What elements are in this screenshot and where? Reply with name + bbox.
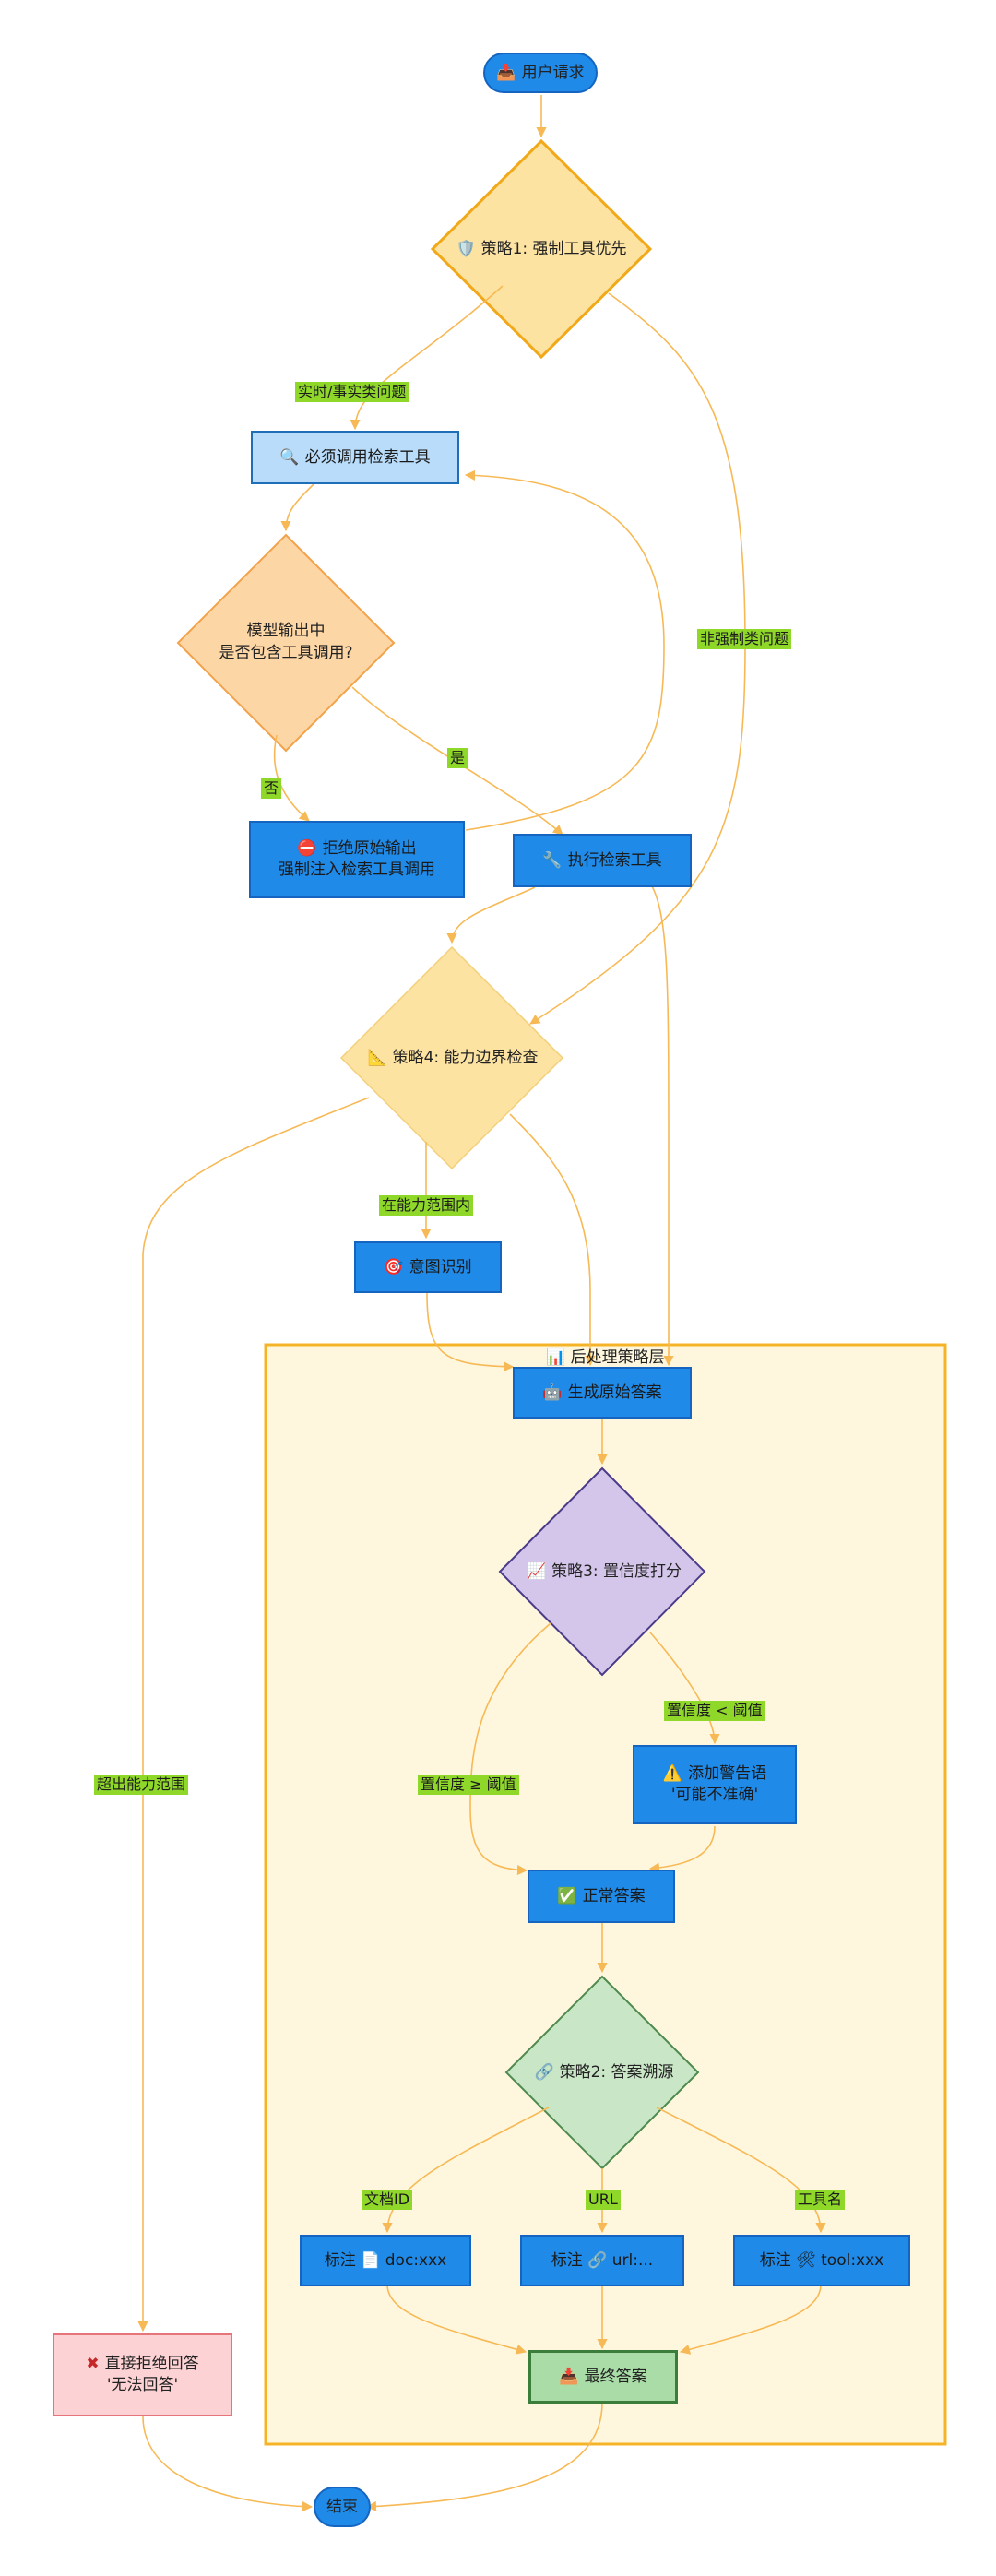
exec-retrieve-node[interactable]: 🔧执行检索工具: [513, 834, 692, 887]
mark-tool-node[interactable]: 标注 🛠 tool:xxx: [733, 2235, 910, 2286]
edge-exec-s4: [446, 886, 536, 944]
cross-icon: ✖: [86, 2355, 100, 2373]
edge-label-realtime: 实时/事实类问题: [295, 382, 409, 402]
edge-s1-must: [350, 285, 504, 431]
warning-icon: ⚠️: [662, 1764, 683, 1783]
strategy1-diamond: [430, 138, 653, 360]
edge-label-url: URL: [586, 2190, 621, 2210]
edge-reject-end: [142, 2416, 314, 2512]
edge-exec-gen: [645, 875, 674, 1367]
start-node[interactable]: 📥用户请求: [483, 53, 598, 93]
edge-label-tool-name: 工具名: [795, 2190, 846, 2210]
edge-label-conf-high: 置信度 ≥ 阈值: [418, 1775, 519, 1795]
edge-label-out-range: 超出能力范围: [94, 1775, 189, 1795]
edge-s4-reject: [137, 1097, 370, 2333]
must-retrieve-node[interactable]: 🔍必须调用检索工具: [251, 431, 459, 484]
edge-tool-final: [679, 2284, 822, 2355]
edge-warning-normal: [648, 1825, 716, 1873]
reject-direct-node[interactable]: ✖直接拒绝回答 '无法回答': [53, 2333, 232, 2416]
edge-label-in-range: 在能力范围内: [379, 1195, 474, 1216]
inbox-tray-icon: 📥: [559, 2367, 579, 2386]
add-warning-node[interactable]: ⚠️添加警告语 '可能不准确': [633, 1745, 797, 1824]
gen-answer-node[interactable]: 🤖生成原始答案: [513, 1367, 692, 1419]
no-entry-icon: ⛔: [297, 839, 317, 858]
target-icon: 🎯: [384, 1257, 404, 1276]
robot-icon: 🤖: [542, 1383, 563, 1402]
end-node[interactable]: 结束: [314, 2487, 371, 2527]
edge-reject-must: [464, 469, 665, 831]
edge-final-end: [365, 2402, 603, 2512]
inbox-tray-icon: 📥: [496, 63, 516, 82]
edge-doc-final: [386, 2284, 528, 2355]
edge-label-non-forced: 非强制类问题: [697, 629, 792, 649]
normal-answer-node[interactable]: ✅正常答案: [528, 1870, 675, 1923]
intent-node[interactable]: 🎯意图识别: [354, 1241, 502, 1293]
check-icon: ✅: [557, 1886, 577, 1905]
edge-intent-gen: [426, 1292, 515, 1372]
final-answer-node[interactable]: 📥最终答案: [528, 2350, 678, 2404]
edge-must-model: [280, 483, 314, 532]
edge-label-no: 否: [261, 778, 282, 799]
strategy4-diamond: [339, 945, 564, 1170]
edge-s2-tool: [656, 2107, 826, 2234]
strategy3-diamond: [498, 1466, 706, 1677]
edge-label-conf-low: 置信度 < 阈值: [664, 1701, 765, 1721]
edge-s4-gen: [509, 1113, 596, 1367]
model-output-diamond: [176, 533, 396, 753]
group-title: 📊 后处理策略层: [546, 1348, 665, 1367]
edge-s2-doc: [382, 2107, 550, 2234]
edge-label-yes: 是: [447, 748, 468, 768]
reject-output-node[interactable]: ⛔拒绝原始输出 强制注入检索工具调用: [249, 821, 465, 898]
edge-s1-s4: [529, 292, 746, 1025]
magnifier-icon: 🔍: [279, 447, 300, 467]
wrench-icon: 🔧: [542, 850, 563, 870]
mark-url-node[interactable]: 标注 🔗 url:...: [520, 2235, 684, 2286]
edge-label-doc-id: 文档ID: [362, 2190, 413, 2210]
edge-s3-warning: [649, 1632, 720, 1745]
mark-doc-node[interactable]: 标注 📄 doc:xxx: [300, 2235, 471, 2286]
